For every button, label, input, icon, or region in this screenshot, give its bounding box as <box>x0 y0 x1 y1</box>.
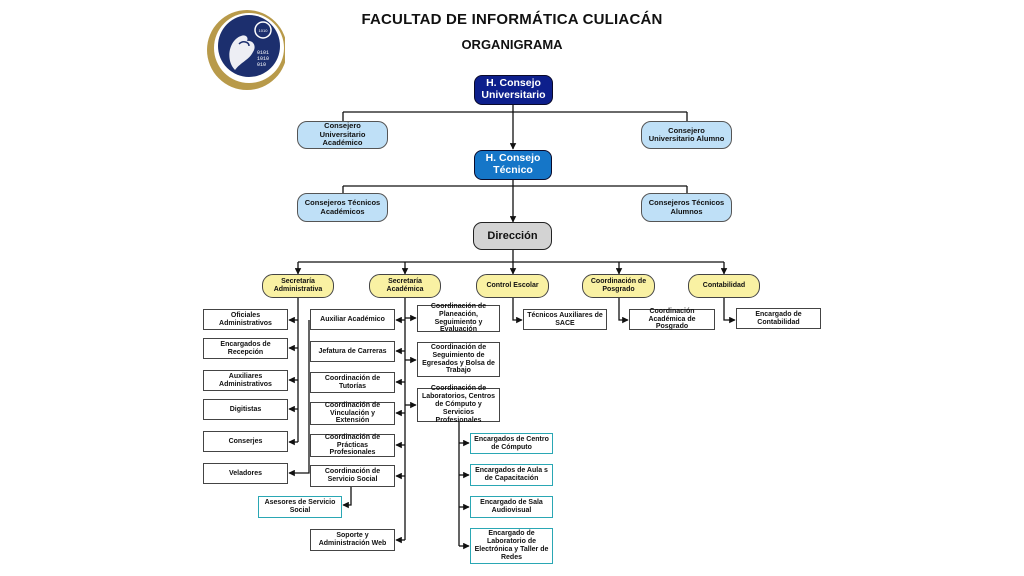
node-conserjes: Conserjes <box>203 431 288 452</box>
node-auxiliares-administrativos: Auxiliares Administrativos <box>203 370 288 391</box>
node-jefatura-carreras: Jefatura de Carreras <box>310 341 395 362</box>
node-encargados-recepcion: Encargados de Recepción <box>203 338 288 359</box>
node-veladores: Veladores <box>203 463 288 484</box>
node-consejeros-tecnicos-alumnos: Consejeros Técnicos Alumnos <box>641 193 732 222</box>
node-oficiales-administrativos: Oficiales Administrativos <box>203 309 288 330</box>
page-subtitle: ORGANIGRAMA <box>461 37 563 52</box>
node-h-consejo-universitario: H. Consejo Universitario <box>474 75 553 105</box>
faculty-logo: 1010 0101 1010 010 <box>207 10 285 90</box>
node-control-escolar: Control Escolar <box>476 274 549 298</box>
connector <box>512 298 523 324</box>
node-tecnicos-auxiliares-sace: Técnicos Auxiliares de SACE <box>523 309 607 330</box>
node-asesores-servicio-social: Asesores de Servicio Social <box>258 496 342 518</box>
node-coordinacion-servicio-social: Coordinación de Servicio Social <box>310 465 395 487</box>
connector <box>288 320 310 477</box>
logo-binary-line: 1010 <box>257 56 269 62</box>
node-coordinacion-laboratorios: Coordinación de Laboratorios, Centros de… <box>417 385 500 424</box>
node-coordinacion-planeacion: Coordinación de Planeación, Seguimiento … <box>417 303 500 333</box>
node-consejero-universitario-alumno: Consejero Universitario Alumno <box>641 121 732 149</box>
connector <box>342 487 352 509</box>
node-encargado-sala-audiovisual: Encargado de Sala Audiovisual <box>470 496 553 518</box>
connector <box>298 250 724 263</box>
node-coordinacion-vinculacion: Coordinación de Vinculación y Extensión <box>310 402 395 425</box>
node-h-consejo-tecnico: H. Consejo Técnico <box>474 150 552 180</box>
node-contabilidad: Contabilidad <box>688 274 760 298</box>
logo-ring-text: 1010 <box>259 28 269 33</box>
connector <box>342 105 688 121</box>
node-encargado-contabilidad: Encargado de Contabilidad <box>736 308 821 329</box>
connector <box>342 180 688 193</box>
node-encargados-centro-computo: Encargados de Centro de Cómputo <box>470 433 553 454</box>
node-encargados-aulas-capacitacion: Encargados de Aula s de Capacitación <box>470 464 553 486</box>
node-direccion: Dirección <box>473 222 552 250</box>
node-coordinacion-egresados: Coordinación de Seguimiento de Egresados… <box>417 342 500 377</box>
node-consejeros-tecnicos-academicos: Consejeros Técnicos Académicos <box>297 193 388 222</box>
logo-binary-line: 010 <box>257 62 266 68</box>
node-digitistas: Digitistas <box>203 399 288 420</box>
logo-binary-line: 0101 <box>257 50 269 56</box>
node-secretaria-academica: Secretaría Académica <box>369 274 441 298</box>
node-soporte-administracion-web: Soporte y Administración Web <box>310 529 395 551</box>
node-coordinacion-practicas: Coordinación de Prácticas Profesionales <box>310 434 395 457</box>
connector <box>723 298 736 324</box>
node-secretaria-administrativa: Secretaría Administrativa <box>262 274 334 298</box>
node-encargado-laboratorio-electronica: Encargado de Laboratorio de Electrónica … <box>470 528 553 564</box>
node-coordinacion-posgrado: Coordinación de Posgrado <box>582 274 655 298</box>
connector <box>618 298 629 324</box>
node-coordinacion-academica-posgrado: Coordinación Académica de Posgrado <box>629 308 715 330</box>
node-consejero-universitario-academico: Consejero Universitario Académico <box>297 121 388 149</box>
page-title: FACULTAD DE INFORMÁTICA CULIACÁN <box>361 11 663 28</box>
node-coordinacion-tutorias: Coordinación de Tutorías <box>310 372 395 393</box>
node-auxiliar-academico: Auxiliar Académico <box>310 309 395 330</box>
